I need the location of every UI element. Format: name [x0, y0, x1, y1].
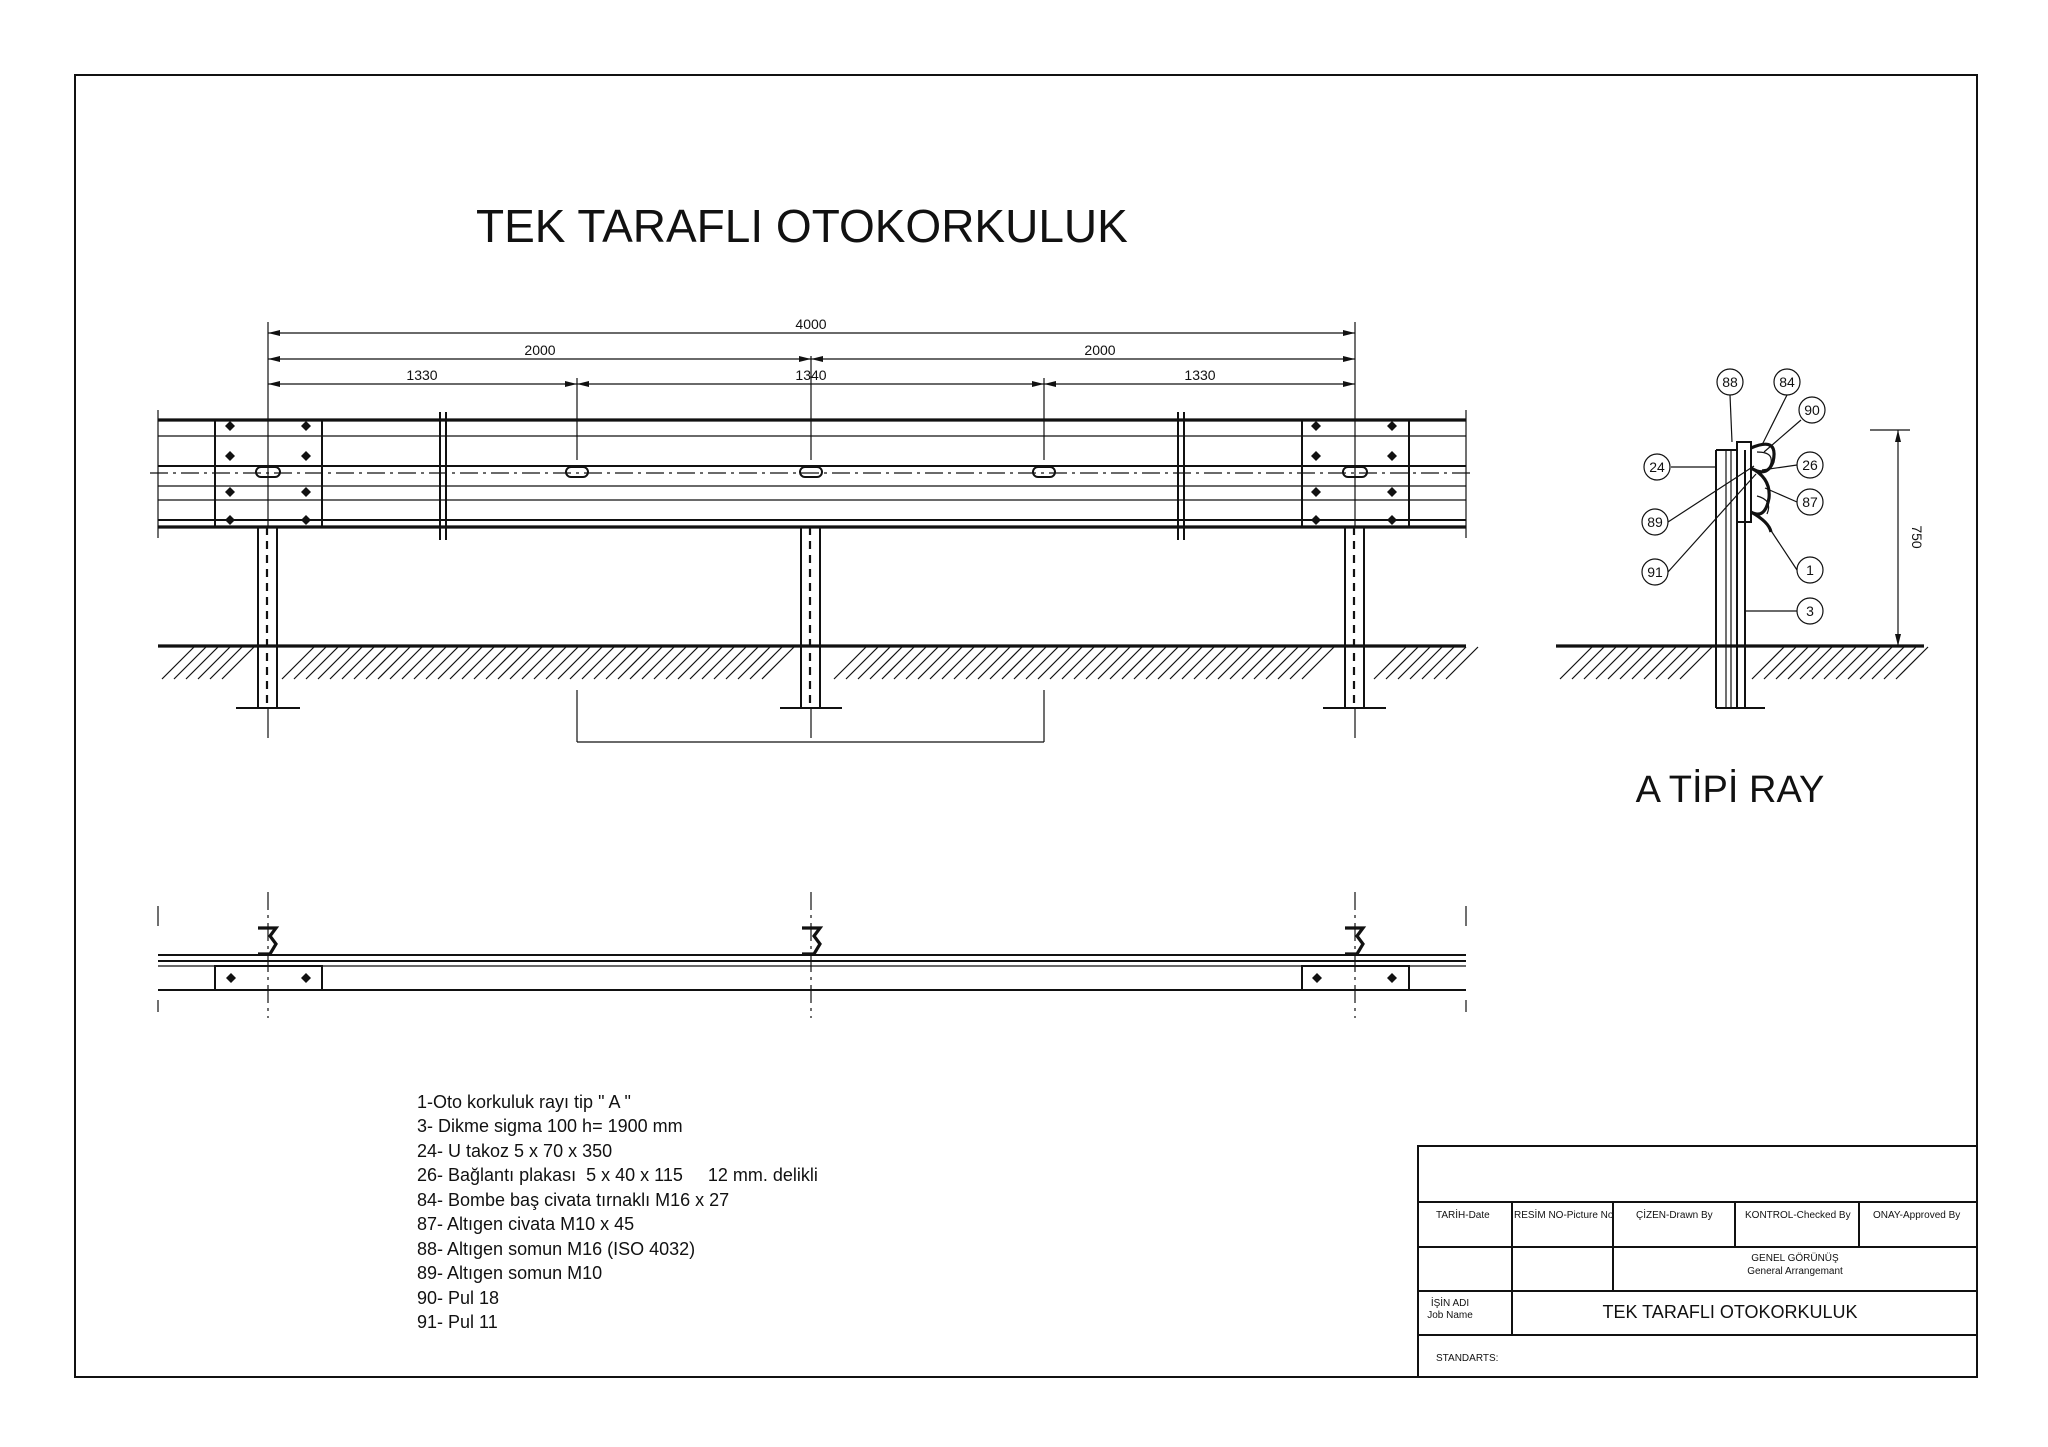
- callout-26: 26: [1796, 451, 1824, 479]
- part-item: 89- Altıgen somun M10: [417, 1263, 602, 1283]
- svg-text:84: 84: [1779, 374, 1795, 390]
- approved-by-label: ONAY-Approved By: [1873, 1210, 1960, 1221]
- checked-by-label: KONTROL-Checked By: [1745, 1210, 1851, 1221]
- dim-half-right: 2000: [1084, 342, 1115, 358]
- section-title: A TİPİ RAY: [1636, 768, 1825, 811]
- dim-span-left: 1330: [406, 367, 437, 383]
- standards-label: STANDARTS:: [1436, 1353, 1498, 1364]
- general-arrangement-tr: GENEL GÖRÜNÜŞ: [1751, 1252, 1839, 1264]
- job-name-label-tr: İŞİN ADI: [1431, 1296, 1469, 1309]
- job-name: TEK TARAFLI OTOKORKULUK: [1602, 1302, 1857, 1322]
- callout-87: 87: [1796, 488, 1824, 516]
- callout-88: 88: [1716, 368, 1744, 396]
- part-item: 26- Bağlantı plakası 5 x 40 x 115 12 mm.…: [417, 1165, 818, 1185]
- callout-91: 91: [1641, 558, 1669, 586]
- drawing-title: TEK TARAFLI OTOKORKULUK: [476, 200, 1128, 252]
- dim-total: 4000: [795, 316, 826, 332]
- svg-text:88: 88: [1722, 374, 1738, 390]
- guardrail-beam: [150, 410, 1475, 540]
- plan-view: [157, 892, 1467, 1018]
- part-item: 24- U takoz 5 x 70 x 350: [417, 1141, 612, 1161]
- callout-24: 24: [1643, 453, 1671, 481]
- part-item: 88- Altıgen somun M16 (ISO 4032): [417, 1239, 695, 1259]
- svg-text:91: 91: [1647, 564, 1663, 580]
- svg-text:3: 3: [1806, 603, 1814, 619]
- part-item: 87- Altıgen civata M10 x 45: [417, 1214, 634, 1234]
- title-block: TARİH-Date RESİM NO-Picture No ÇİZEN-Dra…: [1417, 1145, 1978, 1378]
- ground-line: [158, 644, 1479, 680]
- dim-half-left: 2000: [524, 342, 555, 358]
- svg-text:89: 89: [1647, 514, 1663, 530]
- callout-89: 89: [1641, 508, 1669, 536]
- callout-leaders: [1667, 394, 1802, 612]
- callout-84: 84: [1773, 368, 1801, 396]
- dimension-lines: 4000 2000 2000 1330 1340 1330: [267, 316, 1356, 460]
- reference-bracket: [576, 690, 1045, 743]
- part-item: 1-Oto korkuluk rayı tip " A ": [417, 1092, 631, 1112]
- callout-3: 3: [1796, 597, 1824, 625]
- section-view: 750 88 84 90 24: [1556, 368, 1929, 811]
- section-height-dim: 750: [1909, 525, 1925, 549]
- part-item: 90- Pul 18: [417, 1288, 499, 1308]
- general-arrangement-en: General Arrangemant: [1747, 1266, 1843, 1277]
- part-item: 3- Dikme sigma 100 h= 1900 mm: [417, 1116, 683, 1136]
- svg-text:24: 24: [1649, 459, 1665, 475]
- callout-1: 1: [1796, 556, 1824, 584]
- drawn-by-label: ÇİZEN-Drawn By: [1636, 1208, 1713, 1221]
- dim-span-mid: 1340: [795, 367, 826, 383]
- svg-text:87: 87: [1802, 494, 1818, 510]
- job-name-label-en: Job Name: [1427, 1310, 1473, 1321]
- callout-90: 90: [1798, 396, 1826, 424]
- svg-text:1: 1: [1806, 562, 1814, 578]
- svg-text:26: 26: [1802, 457, 1818, 473]
- svg-text:90: 90: [1804, 402, 1820, 418]
- part-item: 84- Bombe baş civata tırnaklı M16 x 27: [417, 1190, 729, 1210]
- front-elevation: 4000 2000 2000 1330 1340 1330: [150, 316, 1479, 743]
- part-item: 91- Pul 11: [417, 1312, 498, 1332]
- sheet-border: [74, 74, 1978, 1378]
- date-label: TARİH-Date: [1436, 1208, 1490, 1221]
- parts-list: 1-Oto korkuluk rayı tip " A " 3- Dikme s…: [417, 1092, 818, 1332]
- picture-no-label: RESİM NO-Picture No: [1514, 1208, 1614, 1221]
- dim-span-right: 1330: [1184, 367, 1215, 383]
- posts: [236, 527, 1386, 738]
